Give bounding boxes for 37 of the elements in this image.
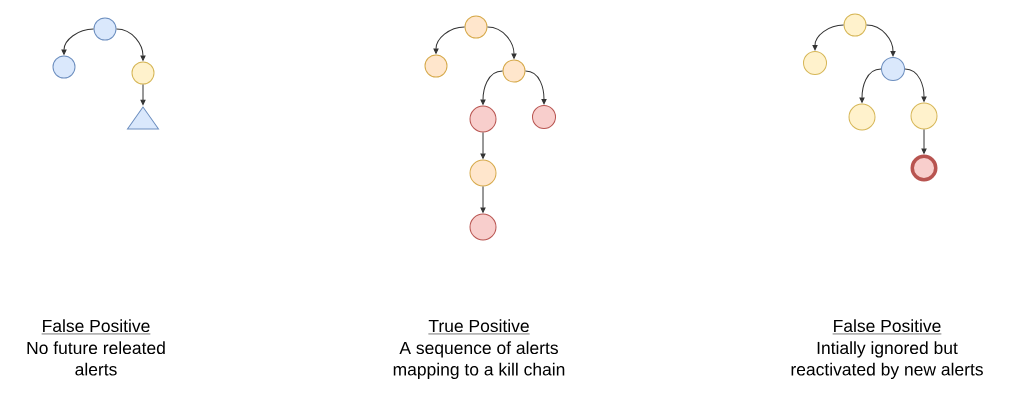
caption-heading: False Positive: [41, 319, 151, 335]
arrow: [866, 24, 896, 57]
arrow: [859, 68, 882, 103]
triangle-node: [127, 106, 159, 130]
arrow: [480, 186, 486, 213]
arrow: [525, 70, 547, 105]
arrow: [812, 24, 844, 51]
circle-node: [848, 103, 876, 131]
circle-node: [803, 51, 827, 75]
circle-node: [131, 61, 155, 85]
caption-text: No future releated alerts: [27, 341, 165, 376]
circle-node: [464, 15, 488, 39]
circle-node: [469, 213, 497, 241]
circle-node: [910, 154, 938, 182]
caption-text: A sequence of alerts mapping to a kill chain: [393, 341, 565, 379]
circle-node: [502, 59, 526, 83]
circle-node: [532, 105, 556, 129]
arrow: [480, 132, 486, 159]
circle-node: [910, 102, 938, 130]
circle-node: [93, 17, 117, 41]
arrow: [433, 26, 465, 54]
circle-node: [469, 159, 497, 187]
circle-node: [843, 13, 867, 37]
caption-heading: True Positive: [428, 319, 530, 335]
arrow: [921, 129, 927, 154]
circle-node: [469, 105, 497, 133]
arrow: [487, 26, 517, 59]
circle-node: [52, 55, 76, 79]
arrow: [61, 28, 94, 55]
arrow: [904, 68, 927, 102]
arrow: [140, 84, 146, 105]
caption-heading: False Positive: [832, 319, 942, 335]
arrow: [480, 70, 503, 105]
circle-node: [881, 57, 905, 81]
caption-text: Intially ignored but reactivated by new alerts: [791, 341, 983, 379]
circle-node: [424, 54, 448, 78]
arrow: [116, 28, 146, 61]
